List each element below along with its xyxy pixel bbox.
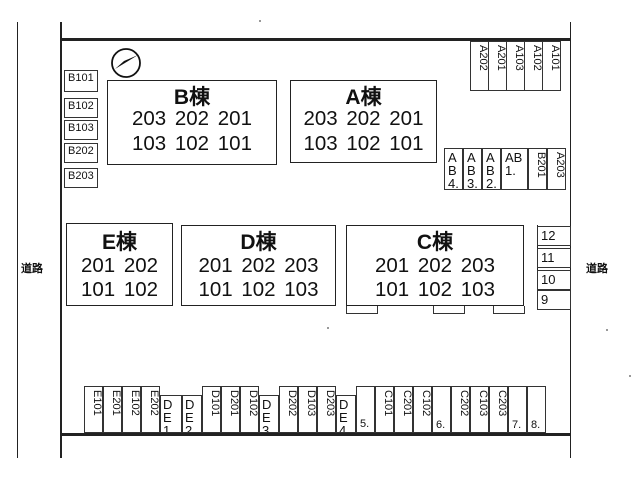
parking-space: B201 <box>528 148 547 190</box>
parking-space: AB 4. <box>444 148 463 190</box>
building-a-row-upper: 203 202 201 <box>303 107 424 130</box>
parking-space: B203 <box>64 168 98 188</box>
road-edge-left <box>17 22 18 458</box>
parking-space: AB 1. <box>501 148 528 190</box>
parking-space: 5. <box>356 386 375 433</box>
parking-space: C203 <box>489 386 508 433</box>
building-e-row-upper: 201 202 <box>80 254 159 277</box>
parking-space: D101 <box>202 386 221 433</box>
building-c-entrance <box>433 306 465 314</box>
parking-space: D202 <box>279 386 298 433</box>
speck <box>606 329 608 331</box>
parking-space: E102 <box>122 386 141 433</box>
speck <box>327 327 329 329</box>
parking-space: DE 1. <box>160 395 182 433</box>
building-d-row-upper: 201 202 203 <box>198 254 319 277</box>
parking-space: A102 <box>524 41 543 91</box>
parking-space: D201 <box>221 386 240 433</box>
building-c-name: C棟 <box>416 231 454 254</box>
lot-boundary-left <box>60 22 62 458</box>
parking-space: E202 <box>141 386 160 433</box>
parking-space: 7. <box>508 386 527 433</box>
parking-space: DE 2 <box>182 395 202 433</box>
building-e-row-lower: 101 102 <box>80 278 159 301</box>
building-a-name: A棟 <box>345 86 382 109</box>
building-b-name: B棟 <box>173 86 211 109</box>
building-b-row-upper: 203 202 201 <box>131 107 252 130</box>
parking-space: C202 <box>451 386 470 433</box>
parking-space: AB 2. <box>482 148 501 190</box>
building-c-entrance <box>346 306 378 314</box>
lot-boundary-top <box>60 38 571 41</box>
building-c-entrance <box>493 306 525 314</box>
building-a-row-lower: 103 102 101 <box>303 132 424 155</box>
building-b-row-lower: 103 102 101 <box>131 132 252 155</box>
road-label-right: 道路 <box>586 263 608 275</box>
speck <box>629 375 631 377</box>
parking-space: 8. <box>527 386 546 433</box>
parking-space: C103 <box>470 386 489 433</box>
building-e-name: E棟 <box>101 231 137 254</box>
building-a: A棟 203 202 201 103 102 101 <box>290 80 437 163</box>
parking-space: D203 <box>317 386 336 433</box>
parking-space: E201 <box>103 386 122 433</box>
parking-space: A202 <box>470 41 489 91</box>
building-d-row-lower: 101 102 103 <box>198 278 319 301</box>
parking-space: C101 <box>375 386 394 433</box>
building-c-row-upper: 201 202 203 <box>374 254 495 277</box>
parking-space: DE 3. <box>259 395 279 433</box>
speck <box>259 20 261 22</box>
building-d: D棟 201 202 203 101 102 103 <box>181 225 336 306</box>
building-d-name: D棟 <box>240 231 277 254</box>
parking-space: E101 <box>84 386 103 433</box>
parking-space: 6. <box>432 386 451 433</box>
parking-space: D102 <box>240 386 259 433</box>
compass-north-icon <box>111 48 141 78</box>
parking-space: C102 <box>413 386 432 433</box>
lot-boundary-bottom <box>60 433 571 436</box>
building-e: E棟 201 202 101 102 <box>66 223 173 306</box>
parking-space: A101 <box>542 41 561 91</box>
building-b: B棟 203 202 201 103 102 101 <box>107 80 277 165</box>
building-c: C棟 201 202 203 101 102 103 <box>346 225 524 306</box>
building-c-row-lower: 101 102 103 <box>374 278 495 301</box>
parking-space: DE 4. <box>336 395 356 433</box>
road-label-left: 道路 <box>21 263 43 275</box>
parking-space: B101 <box>64 70 98 92</box>
parking-space: 11 <box>537 248 571 268</box>
parking-space: B202 <box>64 143 98 163</box>
parking-space: 10 <box>537 270 571 290</box>
parking-space: B103 <box>64 120 98 140</box>
parking-space: AB 3. <box>463 148 482 190</box>
parking-space: A201 <box>488 41 507 91</box>
parking-space: D103 <box>298 386 317 433</box>
parking-space: A103 <box>506 41 525 91</box>
parking-space: 12 <box>537 226 571 246</box>
parking-space: C201 <box>394 386 413 433</box>
parking-space: A203 <box>547 148 566 190</box>
parking-space: B102 <box>64 98 98 118</box>
parking-space: 9 <box>537 290 571 310</box>
